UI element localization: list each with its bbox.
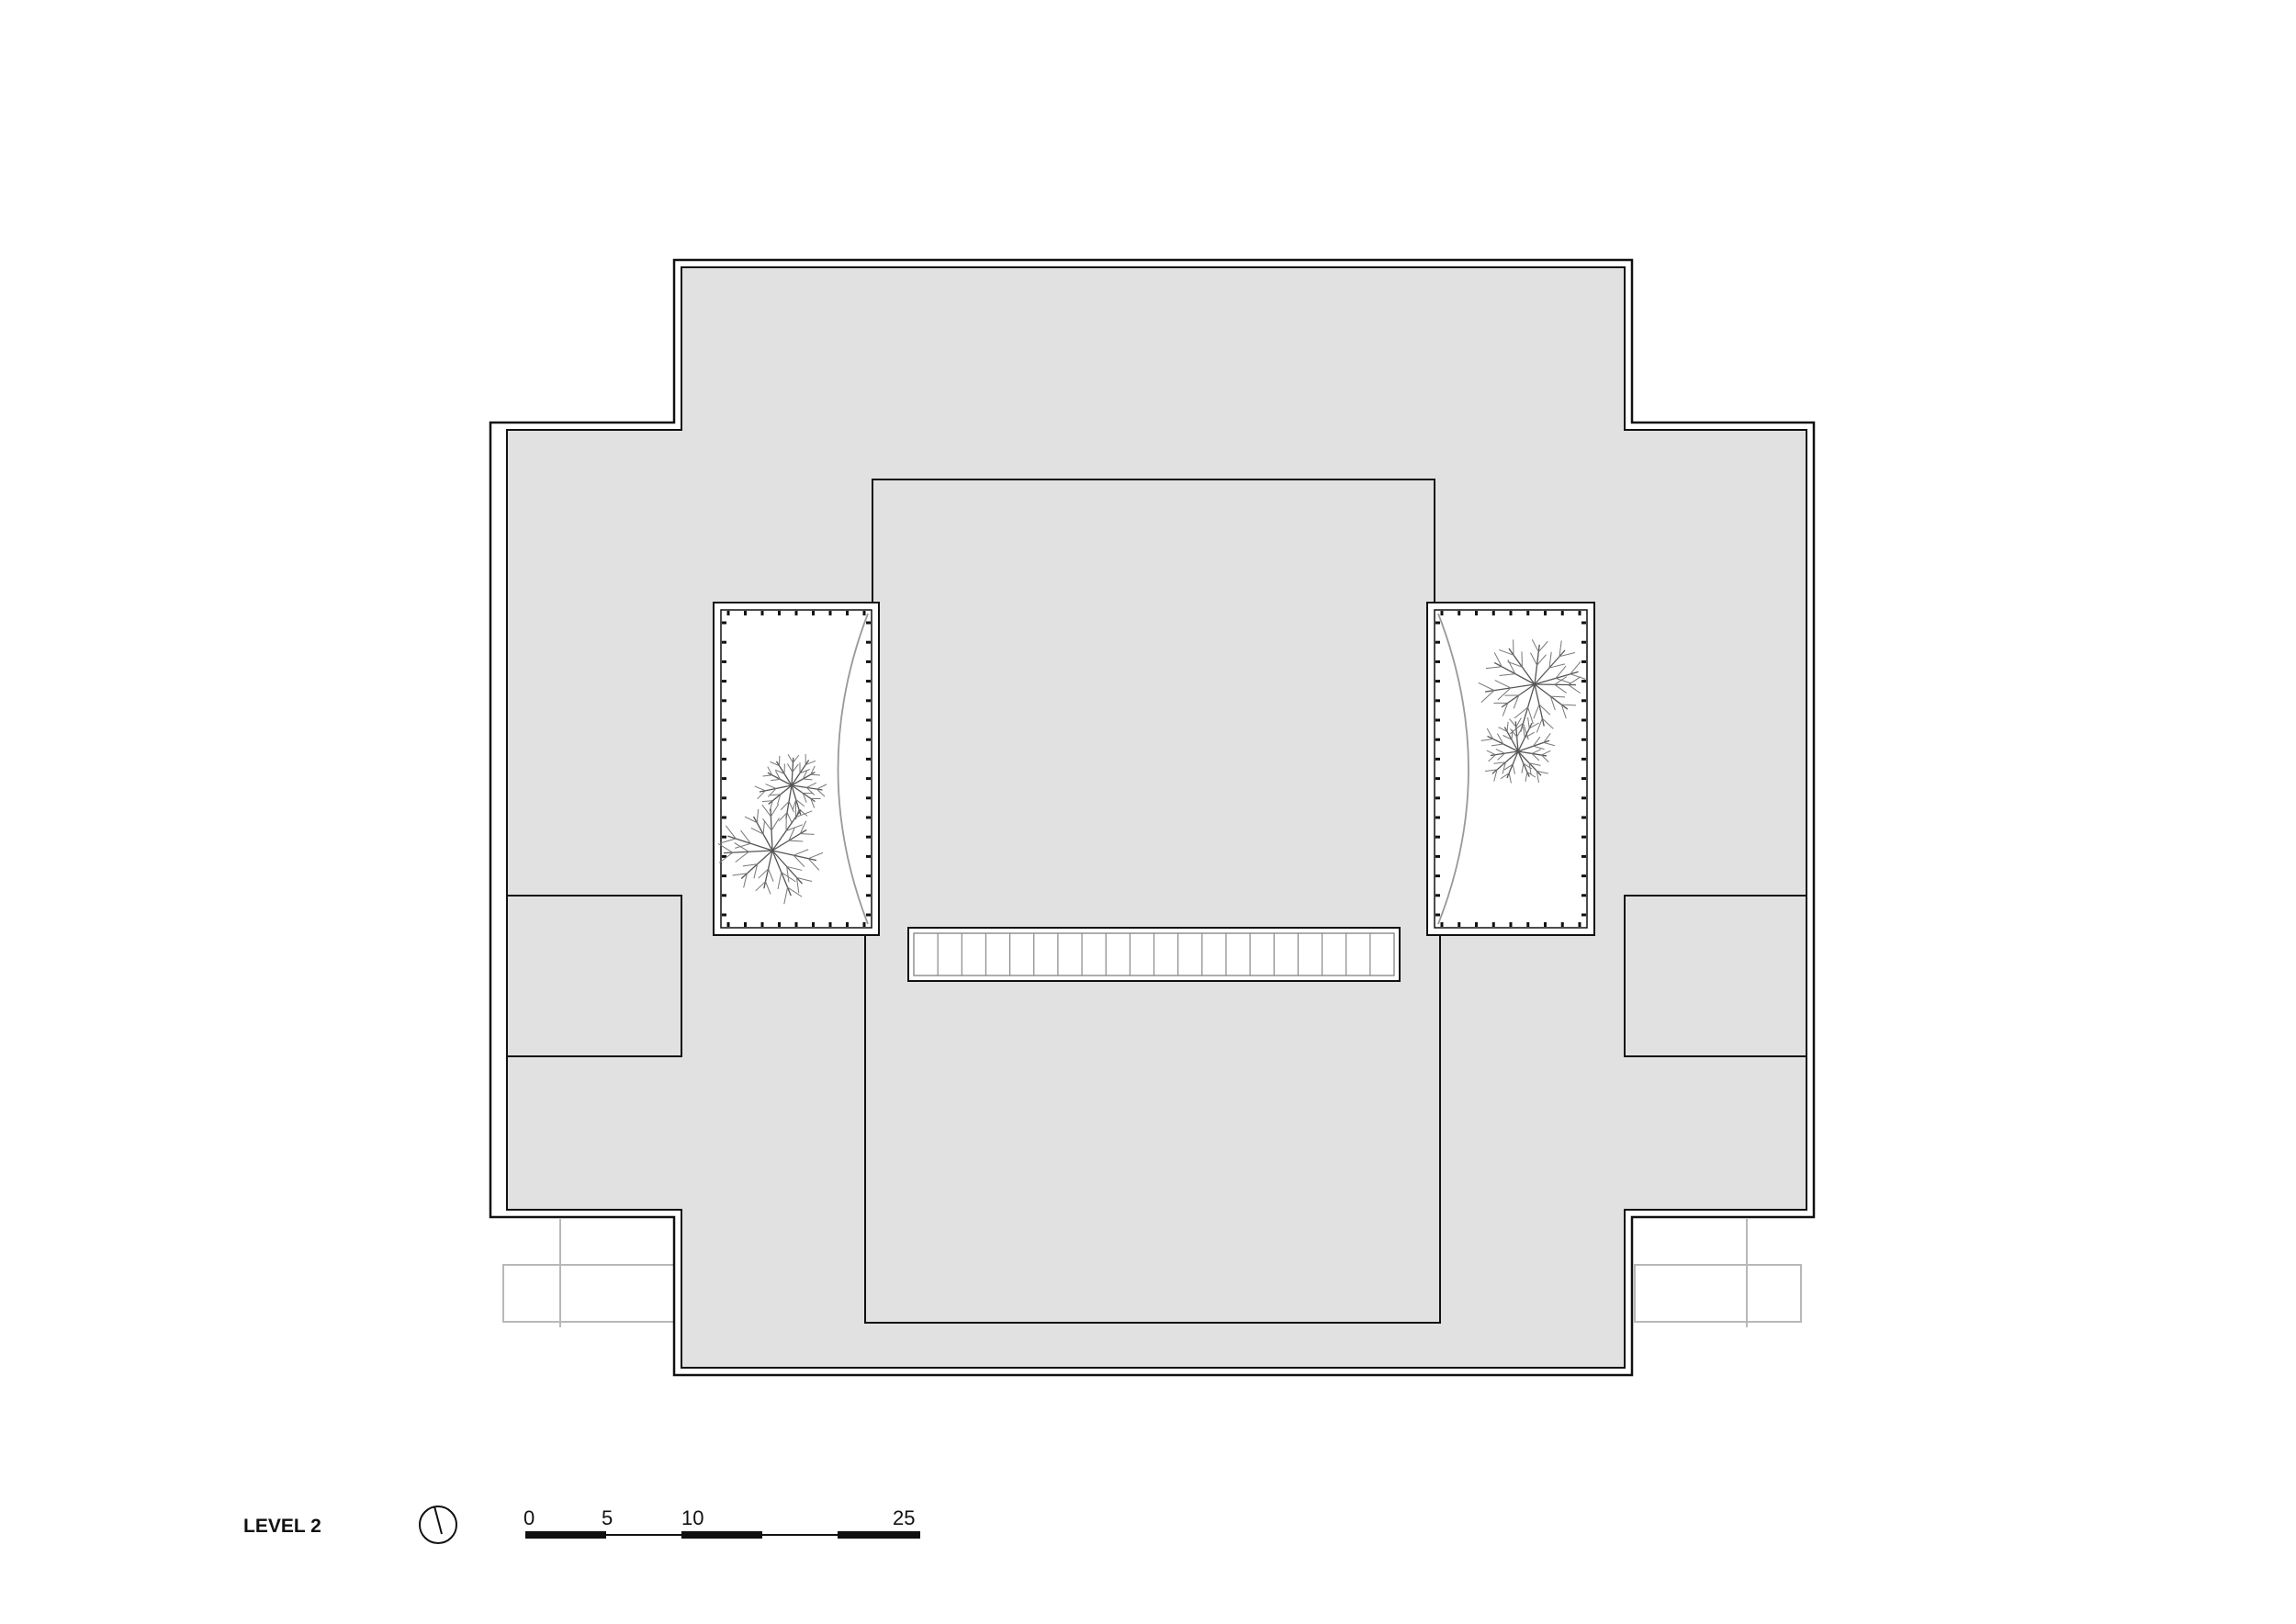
drawing-title: LEVEL 2 xyxy=(243,1516,321,1537)
scale-label-0: 0 xyxy=(523,1506,535,1529)
courtyard-left xyxy=(713,602,880,936)
tree-icon xyxy=(754,753,827,824)
floor-slab xyxy=(506,266,1807,1369)
ground-outline-right xyxy=(1634,1219,1802,1327)
courtyard-right xyxy=(1426,602,1595,936)
north-arrow-icon xyxy=(419,1506,457,1544)
side-room-right xyxy=(1624,895,1807,1057)
side-room-left xyxy=(506,895,682,1057)
tree-icon xyxy=(1478,638,1586,740)
tree-icon xyxy=(717,799,824,905)
ground-outline-left xyxy=(502,1219,675,1327)
scale-label-5: 5 xyxy=(602,1506,613,1529)
scale-bar: 0 5 10 25 xyxy=(523,1506,920,1539)
scale-label-10: 10 xyxy=(681,1506,703,1529)
scale-label-25: 25 xyxy=(893,1506,915,1529)
skylight-strip xyxy=(907,927,1401,982)
tree-icon xyxy=(1480,716,1556,784)
